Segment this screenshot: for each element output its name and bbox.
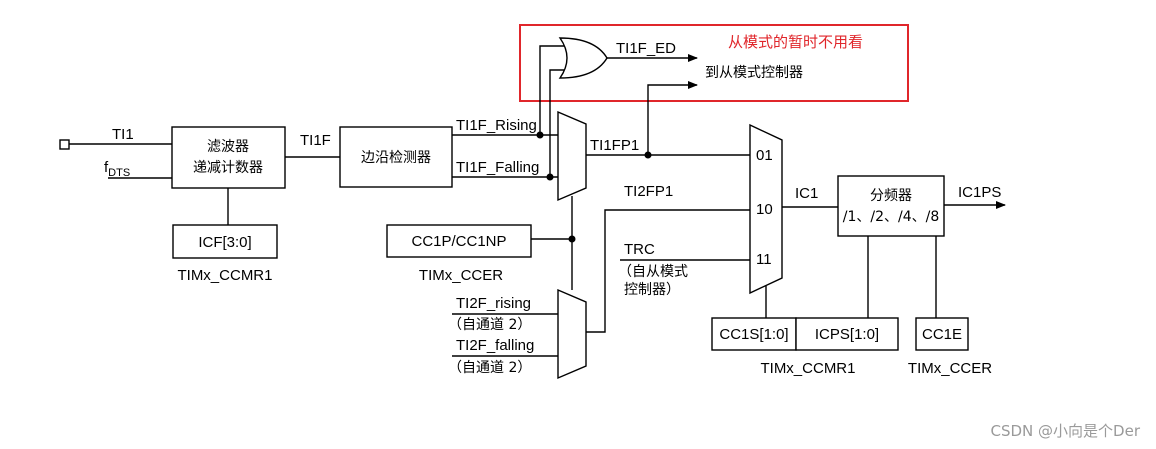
ti2fp1-wire: [586, 209, 750, 333]
ti1-label: TI1: [112, 126, 134, 143]
cc1p-junction-dot: [568, 235, 576, 243]
ti2fp1-label: TI2FP1: [624, 183, 673, 200]
watermark: CSDN @小向是个Der: [991, 422, 1141, 440]
trc-note-2: 控制器）: [624, 282, 680, 298]
ic1-select-mux: [749, 123, 783, 295]
mux-input-11: 11: [756, 251, 772, 268]
icf-label: ICF[3:0]: [198, 234, 251, 251]
prescaler-label-1: 分频器: [870, 188, 912, 204]
ti2f-falling-label: TI2F_falling: [456, 337, 534, 354]
filter-label-2: 递减计数器: [193, 160, 263, 176]
ti1f-ed-label: TI1F_ED: [616, 40, 676, 57]
edge-detector-block: [339, 126, 453, 188]
ic1-label: IC1: [795, 185, 818, 202]
filter-block: [171, 126, 286, 189]
ti1-input-pin: [59, 139, 70, 150]
fdts-label: fDTS: [104, 159, 130, 179]
filter-label-1: 滤波器: [207, 139, 249, 155]
icf-block: [172, 224, 278, 259]
ti2f-falling-note: （自通道 2）: [448, 360, 531, 376]
cc1s-label: CC1S[1:0]: [719, 326, 788, 343]
cc1e-label: CC1E: [922, 326, 962, 343]
ic1ps-label: IC1PS: [958, 184, 1001, 201]
prescaler-label-2: /1、/2、/4、/8: [843, 209, 940, 225]
to-slave-arrow: [647, 81, 698, 155]
edge-detector-label: 边沿检测器: [361, 150, 431, 166]
cc1e-block: [915, 317, 969, 351]
annotation-box: [519, 24, 909, 102]
ccmr1-left-label: TIMx_CCMR1: [177, 267, 272, 284]
ti2-polarity-mux: [557, 288, 587, 380]
ccer-right-label: TIMx_CCER: [908, 360, 992, 377]
ti1f-label: TI1F: [300, 132, 331, 149]
ti1fp1-junction-dot: [644, 151, 652, 159]
ccmr1-right-label: TIMx_CCMR1: [760, 360, 855, 377]
ti1f-rising-label: TI1F_Rising: [456, 117, 537, 134]
annotation-text: 从模式的暂时不用看: [728, 33, 863, 51]
trc-label: TRC: [624, 241, 655, 258]
ti1f-falling-label: TI1F_Falling: [456, 159, 539, 176]
ti2f-rising-note: （自通道 2）: [448, 317, 531, 333]
mux-input-01: 01: [756, 147, 773, 164]
icps-block: [795, 317, 899, 351]
or-input-1-wire: [539, 45, 572, 135]
ccer-left-label: TIMx_CCER: [419, 267, 503, 284]
prescaler-block: [837, 175, 945, 237]
or-gate: [558, 37, 608, 79]
cc1p-label: CC1P/CC1NP: [411, 233, 506, 250]
ti2f-rising-label: TI2F_rising: [456, 295, 531, 312]
mux-input-10: 10: [756, 201, 773, 218]
trc-note-1: （自从模式: [618, 264, 688, 280]
cc1p-block: [386, 224, 532, 258]
to-slave-label: 到从模式控制器: [705, 65, 803, 81]
icps-label: ICPS[1:0]: [815, 326, 879, 343]
ti1-polarity-mux: [557, 110, 587, 202]
ti1fp1-label: TI1FP1: [590, 137, 639, 154]
